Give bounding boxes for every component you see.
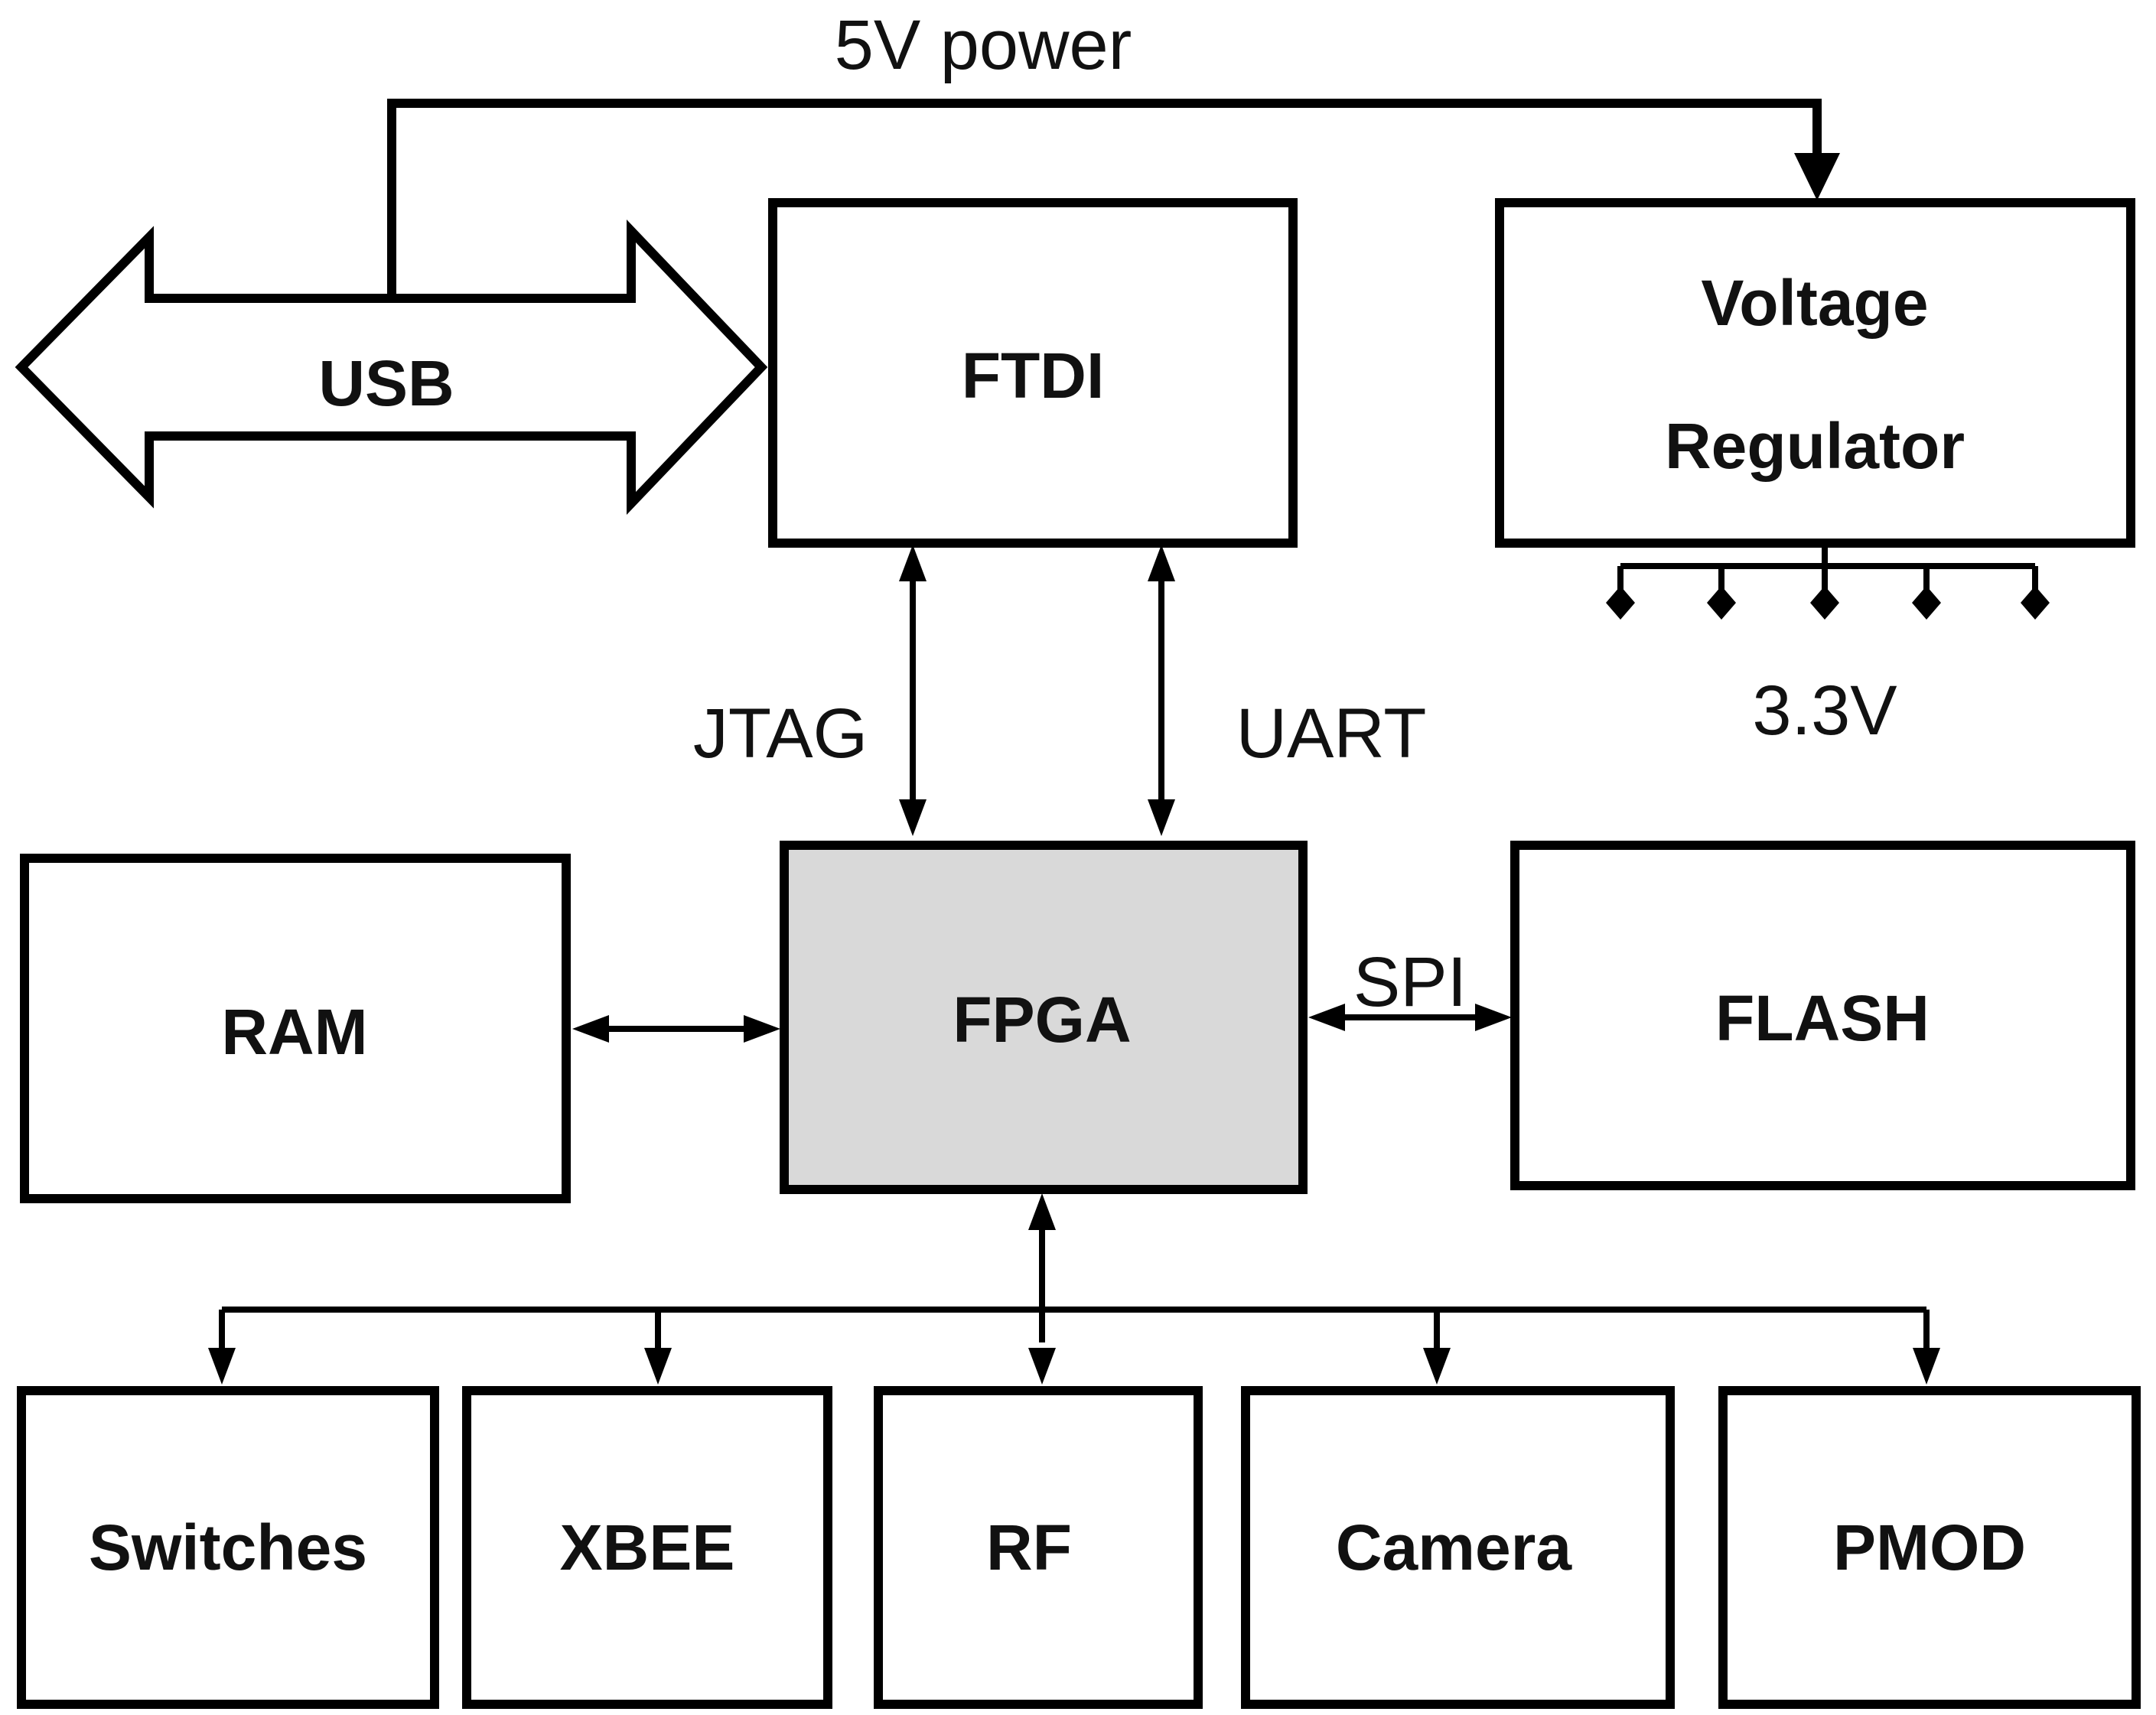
usb-double-arrow-icon [15,220,768,515]
camera-label: Camera [1336,1512,1572,1583]
ram-label: RAM [221,996,367,1068]
rail-terminal-icon [1810,586,1839,620]
voltage-regulator-label-line2: Regulator [1665,410,1965,482]
ram-fpga-connection [572,1015,780,1043]
spi-connection [1308,1004,1512,1031]
fpga-block [780,841,1308,1194]
power-connection [387,99,1840,298]
power-label: 5V power [835,6,1132,84]
switches-label: Switches [89,1512,367,1583]
rail-terminal-icon [2021,586,2050,620]
xbee-block [462,1386,832,1709]
rail-connector [1617,543,2038,593]
rail-terminal-icon [1606,586,1635,620]
peripheral-bus [208,1193,1940,1385]
switches-block [17,1386,439,1709]
xbee-label: XBEE [560,1512,735,1583]
camera-block [1241,1386,1675,1709]
ftdi-block [768,198,1298,548]
jtag-label: JTAG [693,695,868,773]
uart-connection [1148,545,1175,836]
rf-label: RF [986,1512,1072,1583]
rf-block [874,1386,1203,1709]
flash-label: FLASH [1715,982,1930,1054]
voltage-regulator-label-line1: Voltage [1701,267,1928,339]
rail-terminal-icon [1912,586,1941,620]
ftdi-label: FTDI [962,340,1105,412]
spi-label: SPI [1353,943,1467,1021]
uart-label: UART [1236,695,1427,773]
rail-terminal-icon [1707,586,1736,620]
fpga-label: FPGA [953,984,1131,1056]
jtag-connection [899,545,927,836]
pmod-label: PMOD [1833,1512,2026,1583]
pmod-block [1718,1386,2141,1709]
ram-block [20,854,571,1203]
flash-block [1510,841,2135,1190]
rail-label: 3.3V [1752,672,1897,750]
voltage-regulator-block [1495,198,2135,548]
usb-label: USB [318,347,454,419]
